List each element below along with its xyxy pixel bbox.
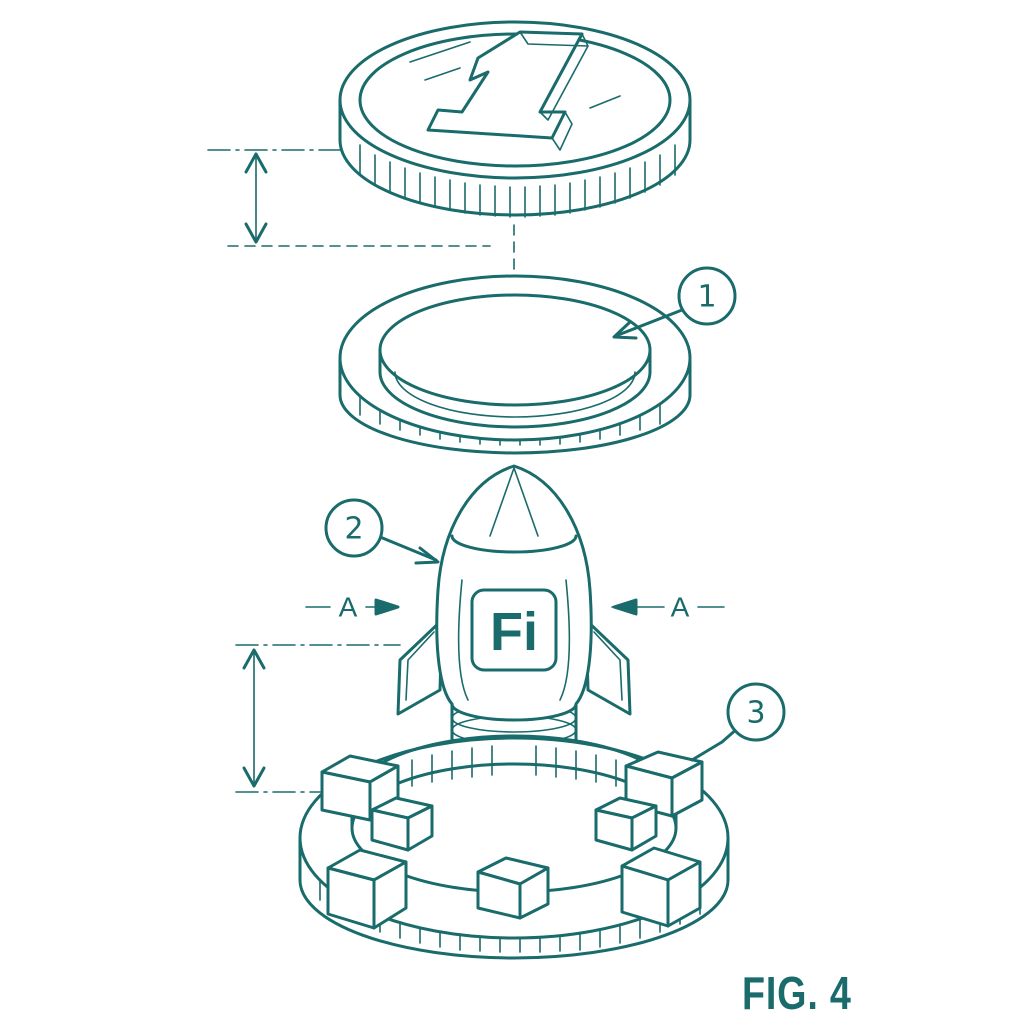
fi-logo-badge: [470, 588, 558, 672]
coin-numeral-1: [426, 30, 584, 140]
cube-front-right: [620, 846, 702, 928]
rocket: Fi: [396, 464, 632, 758]
base: [298, 734, 730, 960]
figure-label: FIG. 4: [742, 967, 852, 1019]
section-label-right: A: [671, 592, 690, 623]
callout-2-label: 2: [344, 512, 363, 547]
cube-inner-right: [594, 796, 658, 852]
callout-1: 1: [612, 266, 737, 340]
section-marker-right: A: [611, 592, 725, 623]
dimension-top: [207, 149, 491, 247]
coin-edge-knurl: [359, 144, 676, 218]
callout-3: 3: [690, 682, 786, 762]
callout-3-label: 3: [746, 696, 765, 731]
section-label-left: A: [339, 592, 358, 623]
cube-inner-left: [370, 796, 434, 852]
motion-lines: [409, 41, 621, 109]
cube-front-left: [326, 848, 408, 930]
coin: [338, 20, 692, 218]
section-marker-left: A: [305, 592, 400, 623]
fi-logo-text: Fi: [490, 602, 538, 662]
callout-1-label: 1: [697, 280, 716, 315]
cube-back-left: [320, 754, 400, 822]
dimension-bottom: [235, 644, 401, 793]
cube-front-center: [476, 856, 550, 920]
callout-2: 2: [324, 498, 440, 565]
ring: [338, 274, 692, 455]
